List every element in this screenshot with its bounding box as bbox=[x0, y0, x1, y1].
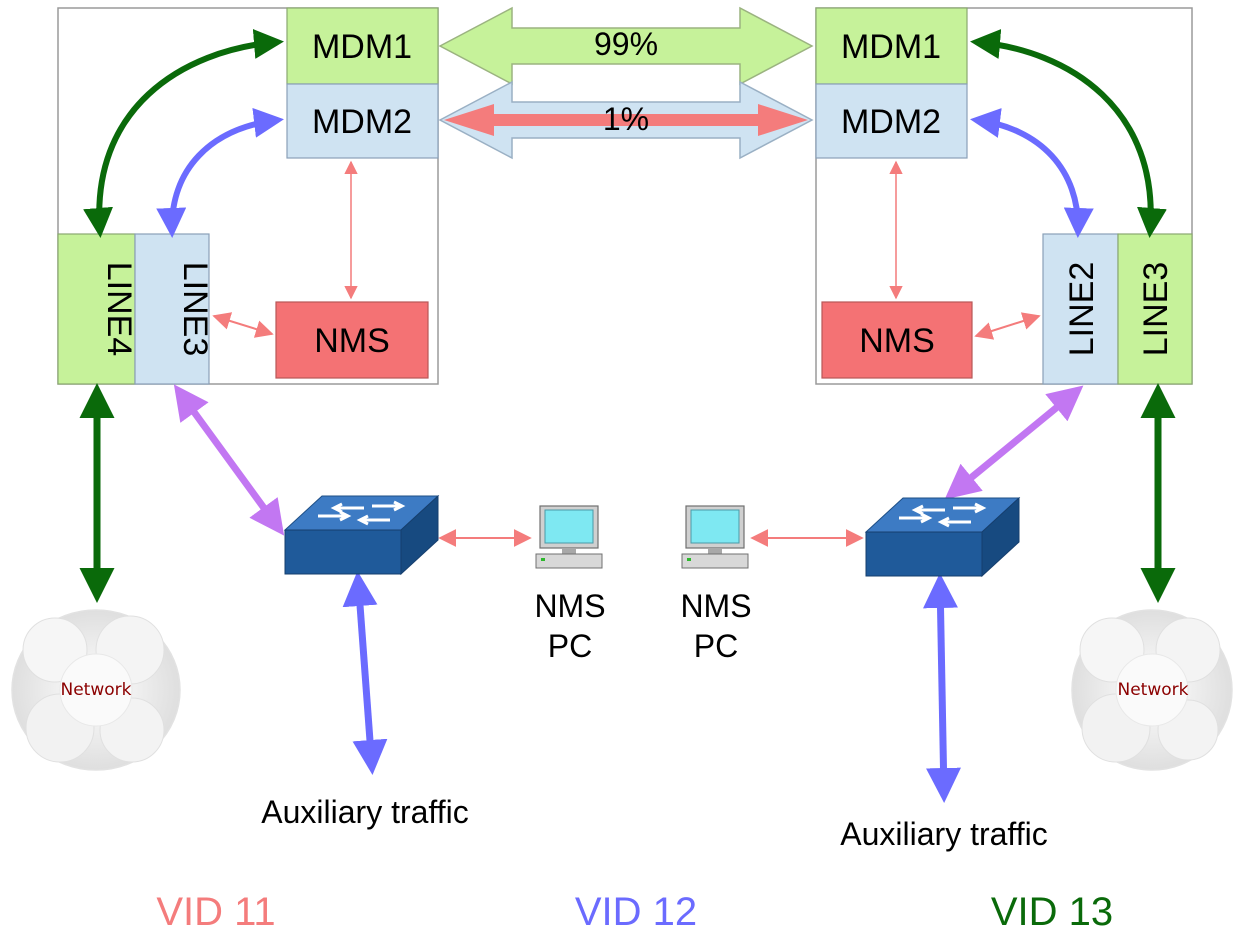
right-mdm2-line2-arrow bbox=[970, 108, 1094, 238]
left-network-cloud-icon bbox=[11, 609, 181, 771]
left-line3-nms-arrow bbox=[212, 312, 274, 338]
left-aux-traffic-label: Auxiliary traffic bbox=[261, 794, 468, 830]
right-mdm2-box: MDM2 bbox=[815, 83, 968, 159]
left-aux-arrow bbox=[342, 571, 388, 775]
svg-text:LINE4: LINE4 bbox=[100, 262, 138, 357]
legend-vid-12: VID 12 bbox=[575, 890, 697, 932]
right-nms-pc-label-line2: PC bbox=[694, 628, 738, 664]
right-switch-icon bbox=[864, 496, 1021, 578]
left-switch-icon bbox=[283, 494, 440, 576]
right-aux-arrow bbox=[923, 573, 961, 803]
right-network-label: Network bbox=[1118, 680, 1189, 700]
link-1-label: 1% bbox=[603, 101, 649, 137]
svg-text:MDM1: MDM1 bbox=[841, 28, 941, 66]
right-mdm1-box: MDM1 bbox=[815, 7, 968, 85]
legend-vid-11: VID 11 bbox=[156, 890, 275, 932]
right-network-cloud-icon bbox=[1071, 609, 1233, 771]
left-nms-box: NMS bbox=[275, 301, 429, 379]
right-line3-box: LINE3 bbox=[1117, 233, 1193, 385]
svg-text:LINE3: LINE3 bbox=[176, 262, 214, 357]
left-mdm1-box: MDM1 bbox=[286, 7, 439, 85]
svg-text:MDM2: MDM2 bbox=[312, 103, 412, 141]
left-line3-switch-arrow bbox=[173, 384, 285, 536]
left-line3-box: LINE3 bbox=[134, 233, 214, 385]
left-nms-pc-label-line2: PC bbox=[548, 628, 592, 664]
left-mdm2-box: MDM2 bbox=[286, 83, 439, 159]
right-aux-traffic-label: Auxiliary traffic bbox=[840, 816, 1047, 852]
right-line2-switch-arrow bbox=[944, 385, 1084, 500]
svg-text:MDM2: MDM2 bbox=[841, 103, 941, 141]
right-nms-pc-icon bbox=[681, 505, 749, 569]
left-nms-pc-icon bbox=[535, 505, 603, 569]
right-line2-nms-arrow bbox=[974, 312, 1041, 340]
svg-text:NMS: NMS bbox=[859, 322, 935, 360]
link-99-arrow bbox=[438, 6, 814, 86]
svg-text:NMS: NMS bbox=[314, 322, 390, 360]
left-network-label: Network bbox=[61, 680, 132, 700]
left-nms-pc-label-line1: NMS bbox=[534, 588, 605, 624]
left-mdm1-line4-arrow bbox=[83, 29, 284, 238]
left-line4-box: LINE4 bbox=[57, 233, 138, 385]
svg-text:LINE3: LINE3 bbox=[1137, 262, 1175, 357]
left-mdm2-line3-arrow bbox=[156, 107, 284, 238]
right-nms-pc-label-line1: NMS bbox=[680, 588, 751, 624]
right-line2-box: LINE2 bbox=[1042, 233, 1119, 385]
link-99-label: 99% bbox=[594, 26, 658, 62]
link-1-inner-arrow bbox=[444, 104, 808, 136]
right-mdm1-line3-arrow bbox=[970, 29, 1167, 238]
svg-text:MDM1: MDM1 bbox=[312, 28, 412, 66]
right-nms-box: NMS bbox=[821, 301, 973, 379]
legend-vid-13: VID 13 bbox=[991, 890, 1113, 932]
svg-text:LINE2: LINE2 bbox=[1063, 262, 1101, 357]
